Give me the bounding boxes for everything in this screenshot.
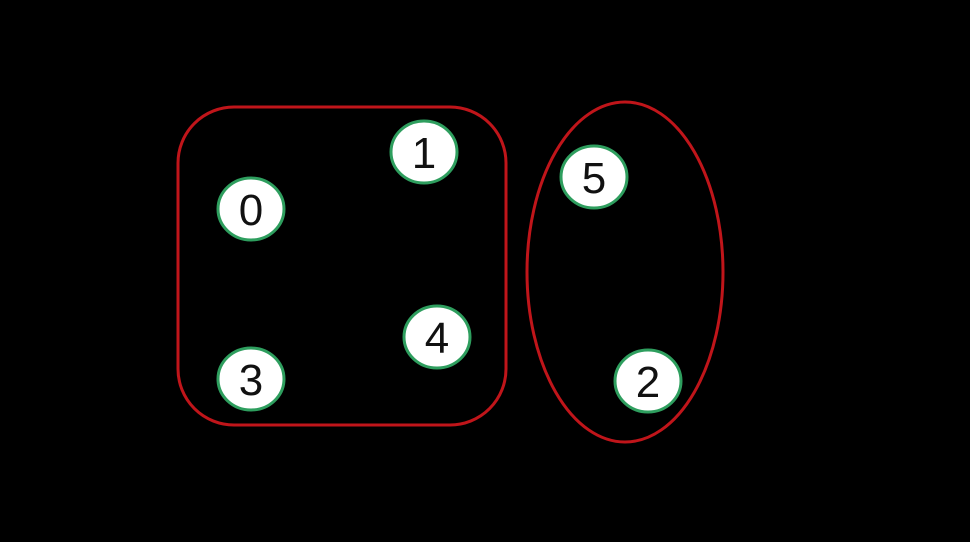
node-4: 4 — [402, 304, 472, 370]
node-circle — [613, 348, 683, 414]
node-1: 1 — [389, 119, 459, 185]
group-0-boundary — [176, 105, 508, 427]
node-label: 5 — [582, 154, 606, 203]
node-label: 2 — [636, 358, 660, 407]
node-circle — [402, 304, 472, 370]
node-2: 2 — [613, 348, 683, 414]
group-1-boundary — [525, 100, 725, 444]
node-circle — [216, 346, 286, 412]
node-0: 0 — [216, 176, 286, 242]
node-label: 1 — [412, 129, 436, 178]
node-circle — [389, 119, 459, 185]
node-5: 5 — [559, 144, 629, 210]
node-circle — [559, 144, 629, 210]
node-3: 3 — [216, 346, 286, 412]
node-label: 0 — [239, 186, 263, 235]
node-label: 3 — [239, 356, 263, 405]
node-label: 4 — [425, 314, 449, 363]
node-circle — [216, 176, 286, 242]
